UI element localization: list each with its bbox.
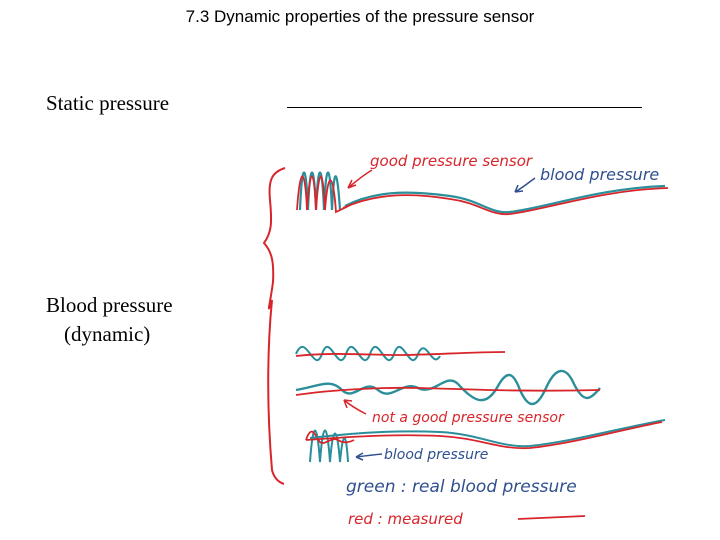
top-oscillation-real <box>298 171 342 211</box>
top-oscillation-measured <box>296 175 351 214</box>
page-title: 7.3 Dynamic properties of the pressure s… <box>185 7 535 26</box>
bottom-oscillation-real <box>309 429 349 463</box>
not-good-sensor-note: not a good pressure sensor <box>372 410 565 426</box>
blood-pressure-note-top: blood pressure <box>540 165 659 184</box>
curly-brace <box>262 167 286 485</box>
bottom-slow-measured <box>305 421 663 450</box>
blood-pressure-arrow-top <box>514 177 536 193</box>
top-static-real <box>344 184 666 214</box>
legend-red: red : measured <box>348 510 463 528</box>
good-sensor-note: good pressure sensor <box>370 152 533 170</box>
legend-red-line <box>517 515 586 520</box>
bottom-slow-real <box>309 419 666 448</box>
blood-pressure-arrow-bottom <box>355 452 383 461</box>
mid-fast-measured <box>295 351 506 357</box>
blood-pressure-dynamic-label: (dynamic) <box>64 322 151 346</box>
static-pressure-line <box>287 107 642 108</box>
bottom-oscillation-measured <box>305 430 355 444</box>
static-pressure-label: Static pressure <box>46 91 170 115</box>
top-static-measured <box>342 187 669 216</box>
blood-pressure-label: Blood pressure <box>46 293 173 317</box>
good-sensor-arrow <box>347 169 373 189</box>
blood-pressure-note-bottom: blood pressure <box>384 447 488 463</box>
not-good-sensor-arrow <box>343 399 367 415</box>
legend-green: green : real blood pressure <box>346 477 577 497</box>
mid-slow-real <box>295 369 601 406</box>
mid-slow-measured <box>295 386 601 396</box>
